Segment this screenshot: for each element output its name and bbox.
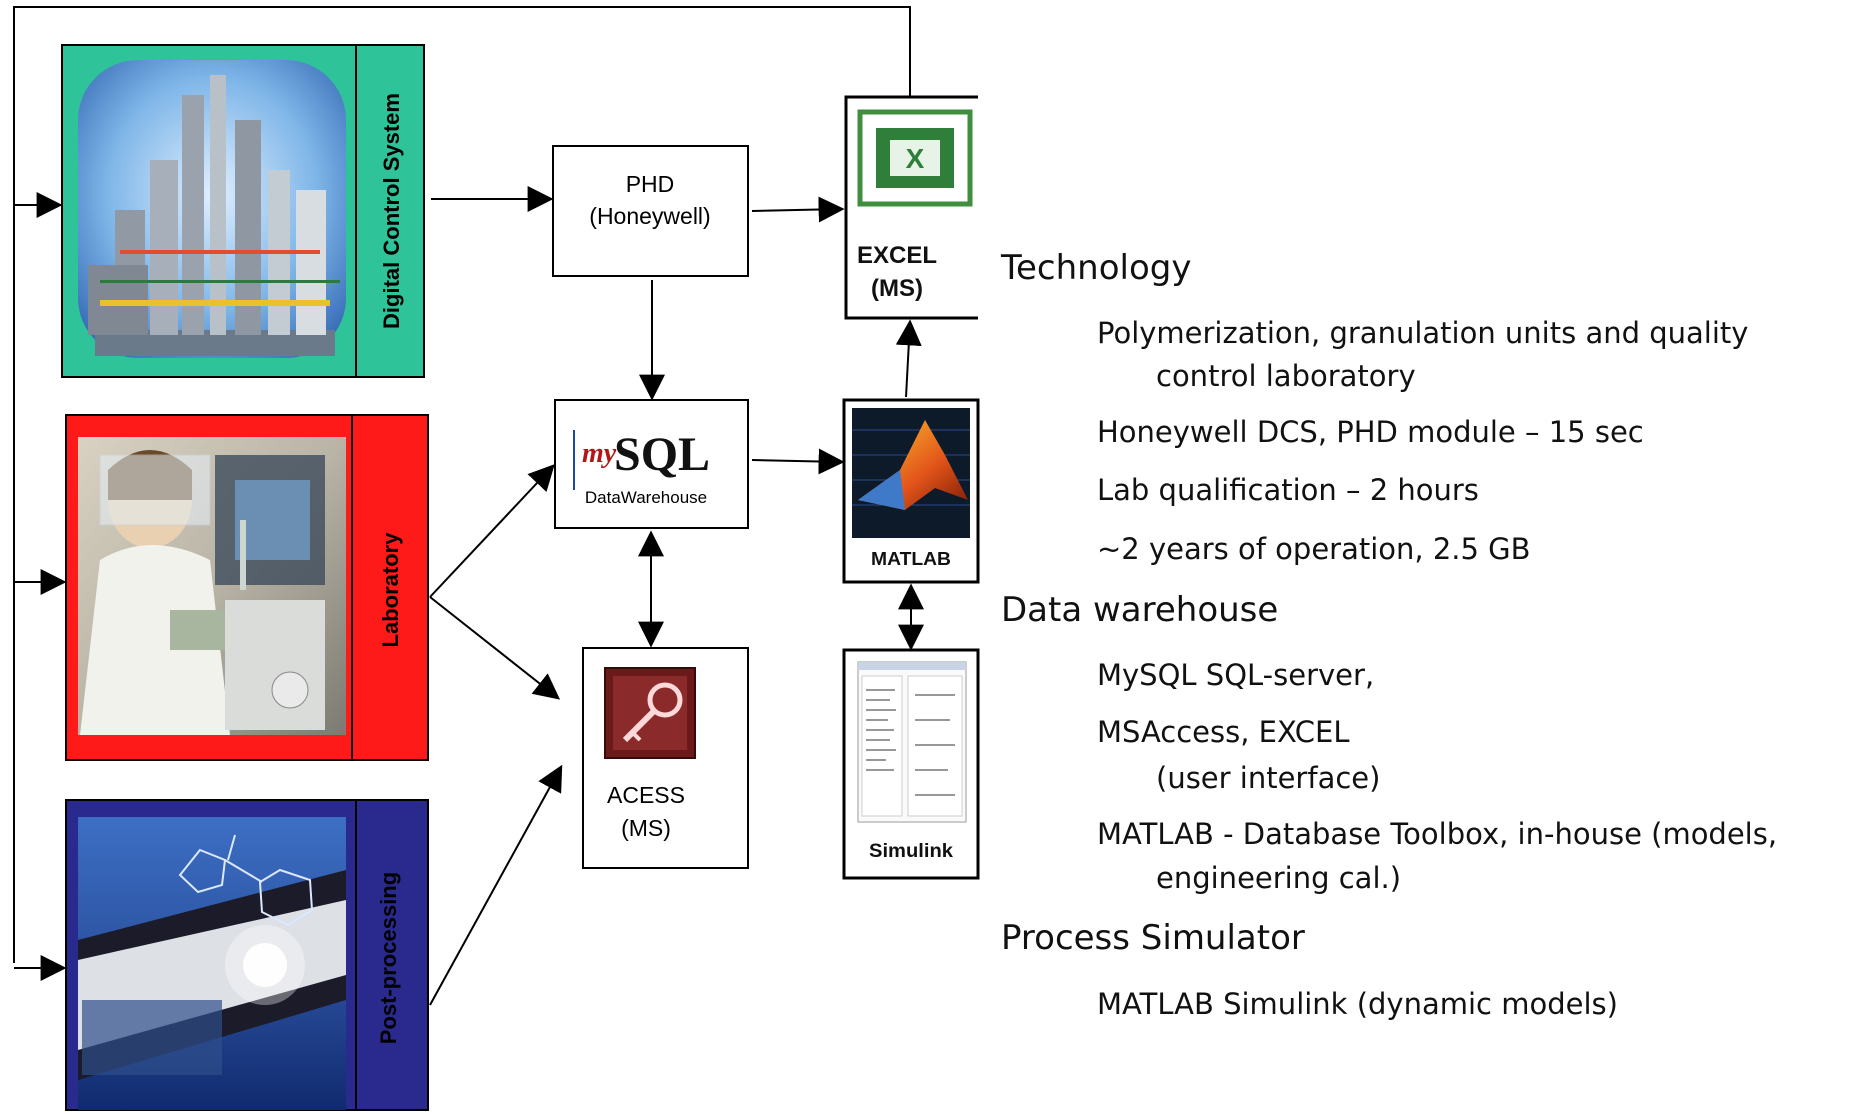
node-simulink: Simulink	[842, 648, 980, 880]
panel-label-laboratory: Laboratory	[378, 532, 403, 648]
node-mysql: my SQL DataWarehouse	[554, 399, 749, 529]
arrow-matlab-to-excel	[895, 319, 922, 398]
svg-text:X: X	[906, 143, 925, 174]
panel-label-dcs: Digital Control System	[379, 93, 404, 329]
phd-label: PHD	[626, 171, 675, 197]
arrow-post-to-access	[429, 764, 563, 1006]
excel-sub-label: (MS)	[871, 275, 923, 302]
node-excel: X EXCEL (MS)	[844, 95, 978, 320]
node-phd: PHD (Honeywell)	[552, 145, 749, 277]
node-matlab: MATLAB	[842, 398, 980, 584]
arrow-lab-to-access	[429, 596, 561, 700]
node-access: ACESS (MS)	[582, 647, 749, 869]
laboratory-photo	[78, 437, 346, 735]
input-arrows	[14, 192, 67, 981]
excel-icon: X	[857, 109, 973, 207]
connector-arrows	[429, 186, 924, 1006]
matlab-logo-icon	[852, 408, 970, 538]
simulink-screenshot-icon	[857, 661, 967, 823]
molecule-photo	[78, 817, 346, 1110]
arrow-lab-to-mysql	[429, 464, 555, 598]
arrow-phd-to-excel	[751, 196, 845, 223]
mysql-caption: DataWarehouse	[585, 488, 707, 507]
panel-label-post-processing: Post-processing	[376, 872, 401, 1044]
mysql-logo: SQL	[614, 428, 710, 481]
excel-label: EXCEL	[857, 242, 937, 269]
panel-post-processing: Post-processing	[65, 799, 429, 1111]
panel-digital-control-system: Digital Control System	[61, 44, 425, 378]
matlab-caption: MATLAB	[871, 549, 951, 569]
feedback-loop	[13, 6, 911, 963]
access-sub-label: (MS)	[621, 815, 671, 841]
access-key-icon	[604, 667, 696, 759]
refinery-photo	[78, 60, 346, 358]
panel-laboratory: Laboratory	[65, 414, 429, 761]
access-label: ACESS	[607, 782, 685, 808]
phd-sub-label: (Honeywell)	[589, 203, 710, 229]
arrow-mysql-to-matlab	[751, 448, 845, 475]
mysql-logo-script: my	[582, 438, 617, 469]
simulink-caption: Simulink	[869, 841, 953, 862]
